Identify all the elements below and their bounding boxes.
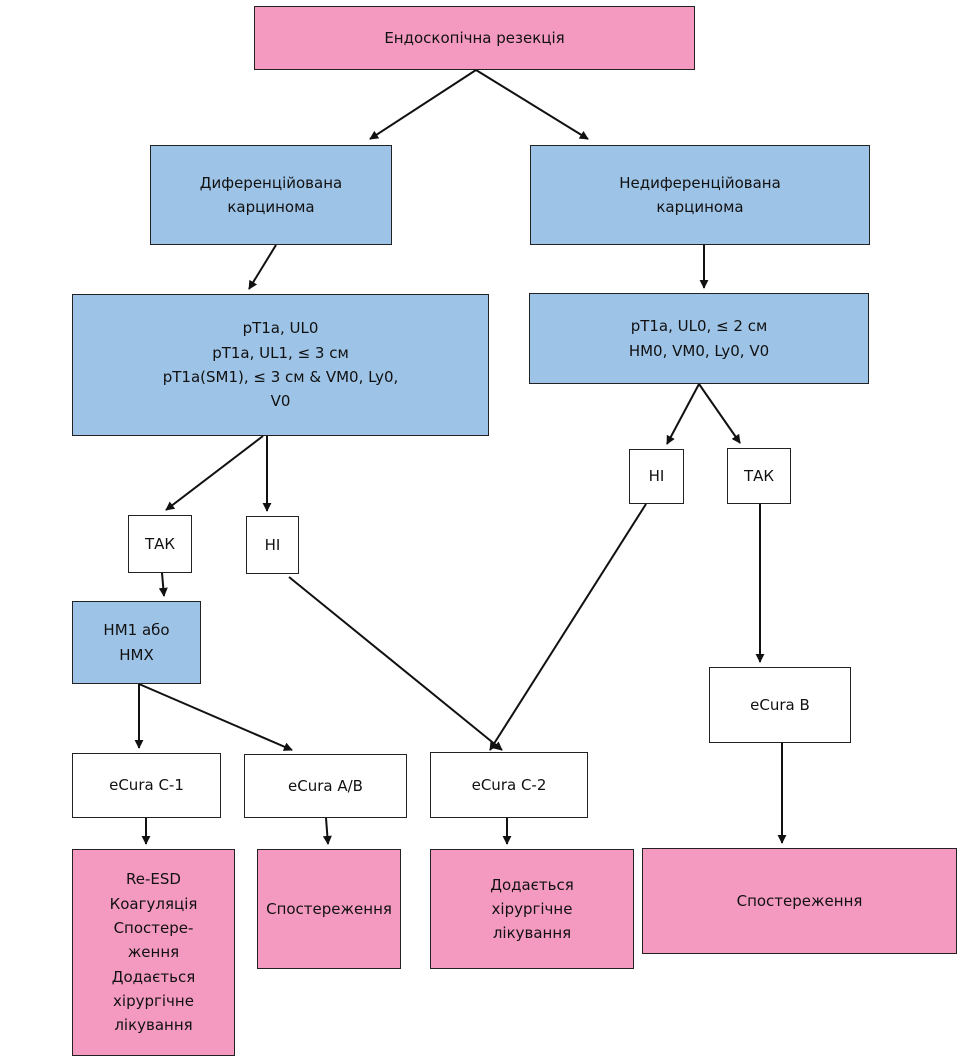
criteria-differentiated-line-4: V0 bbox=[270, 392, 291, 411]
ecura-b-box: eCura B bbox=[709, 667, 851, 743]
arrow-yes-left-to-hm1 bbox=[158, 572, 168, 597]
arrow-criteria-undiff-to-no-right bbox=[666, 383, 700, 445]
root-box: Ендоскопічна резекція bbox=[254, 6, 695, 70]
outcome-c1-line-1: Re-ESD bbox=[126, 870, 181, 889]
outcome-c1-line-6: хірургічне bbox=[113, 991, 194, 1010]
ecura-c1-box: eCura C-1 bbox=[72, 753, 221, 818]
differentiated-label-line-2: карцинома bbox=[227, 198, 315, 216]
no-right-box: НІ bbox=[629, 449, 684, 504]
outcome-b-label: Спостереження bbox=[736, 891, 863, 910]
criteria-differentiated-box: pT1a, UL0 pT1a, UL1, ≤ 3 см pT1a(SM1), ≤… bbox=[72, 294, 489, 436]
differentiated-carcinoma-box: Диференційована карцинома bbox=[150, 145, 392, 245]
ecura-c2-box: eCura C-2 bbox=[430, 752, 588, 818]
criteria-differentiated-line-2: pT1a, UL1, ≤ 3 см bbox=[212, 343, 349, 362]
criteria-undifferentiated-line-2: HM0, VM0, Ly0, V0 bbox=[628, 341, 770, 360]
ecura-ab-label: eCura A/B bbox=[288, 776, 363, 795]
hm1-line-2: HMX bbox=[119, 645, 154, 664]
no-left-box: НІ bbox=[246, 516, 299, 574]
ecura-ab-box: eCura A/B bbox=[244, 754, 407, 818]
arrow-ecura-ab-to-out-ab bbox=[322, 817, 332, 845]
outcome-c2-line-1: Додається bbox=[490, 875, 574, 894]
hm1-line-1: HM1 або bbox=[103, 621, 170, 640]
root-label: Ендоскопічна резекція bbox=[384, 28, 565, 47]
yes-left-box: ТАК bbox=[128, 515, 192, 573]
outcome-ab-box: Спостереження bbox=[257, 849, 401, 969]
arrow-criteria-diff-to-yes-left bbox=[165, 435, 264, 511]
no-right-label: НІ bbox=[648, 467, 665, 486]
outcome-c1-line-7: лікування bbox=[114, 1016, 193, 1035]
undifferentiated-label-line-2: карцинома bbox=[656, 198, 744, 216]
criteria-differentiated-line-3: pT1a(SM1), ≤ 3 см & VM0, Ly0, bbox=[162, 368, 399, 386]
no-left-label: НІ bbox=[264, 535, 281, 554]
outcome-c1-line-3: Спостере- bbox=[113, 919, 194, 938]
arrow-hm1-to-ecura-ab bbox=[138, 683, 293, 751]
arrow-diff-to-criteria-diff bbox=[248, 244, 277, 290]
undifferentiated-carcinoma-box: Недиференційована карцинома bbox=[530, 145, 870, 245]
differentiated-label-line-1: Диференційована bbox=[199, 173, 343, 192]
outcome-c2-line-2: хірургічне bbox=[491, 899, 573, 918]
criteria-undifferentiated-box: pT1a, UL0, ≤ 2 см HM0, VM0, Ly0, V0 bbox=[529, 293, 869, 384]
outcome-b-box: Спостереження bbox=[642, 848, 957, 954]
yes-right-label: ТАК bbox=[743, 466, 775, 485]
ecura-c2-label: eCura C-2 bbox=[471, 775, 547, 794]
hm1-hmx-box: HM1 або HMX bbox=[72, 601, 201, 684]
yes-right-box: ТАК bbox=[727, 448, 791, 504]
outcome-c1-box: Re-ESD Коагуляція Спостере- ження Додаєт… bbox=[72, 849, 235, 1056]
outcome-c1-line-5: Додається bbox=[111, 967, 196, 986]
outcome-c2-box: Додається хірургічне лікування bbox=[430, 849, 634, 969]
outcome-c2-line-3: лікування bbox=[492, 924, 572, 943]
arrow-root-to-diff bbox=[369, 69, 477, 140]
outcome-c1-line-4: ження bbox=[127, 943, 180, 962]
undifferentiated-label-line-1: Недиференційована bbox=[619, 173, 781, 192]
arrow-criteria-undiff-to-yes-right bbox=[698, 383, 741, 444]
arrow-root-to-undiff bbox=[475, 69, 589, 140]
ecura-b-label: eCura B bbox=[750, 695, 810, 714]
criteria-differentiated-line-1: pT1a, UL0 bbox=[242, 319, 319, 338]
outcome-c1-line-2: Коагуляція bbox=[109, 894, 198, 913]
arrow-no-left-to-ecura-c2 bbox=[288, 576, 503, 751]
outcome-ab-label: Спостереження bbox=[266, 899, 392, 918]
arrow-no-right-to-ecura-c2 bbox=[489, 503, 647, 751]
yes-left-label: ТАК bbox=[144, 534, 176, 553]
criteria-undifferentiated-line-1: pT1a, UL0, ≤ 2 см bbox=[630, 317, 768, 336]
ecura-c1-label: eCura C-1 bbox=[109, 776, 184, 795]
